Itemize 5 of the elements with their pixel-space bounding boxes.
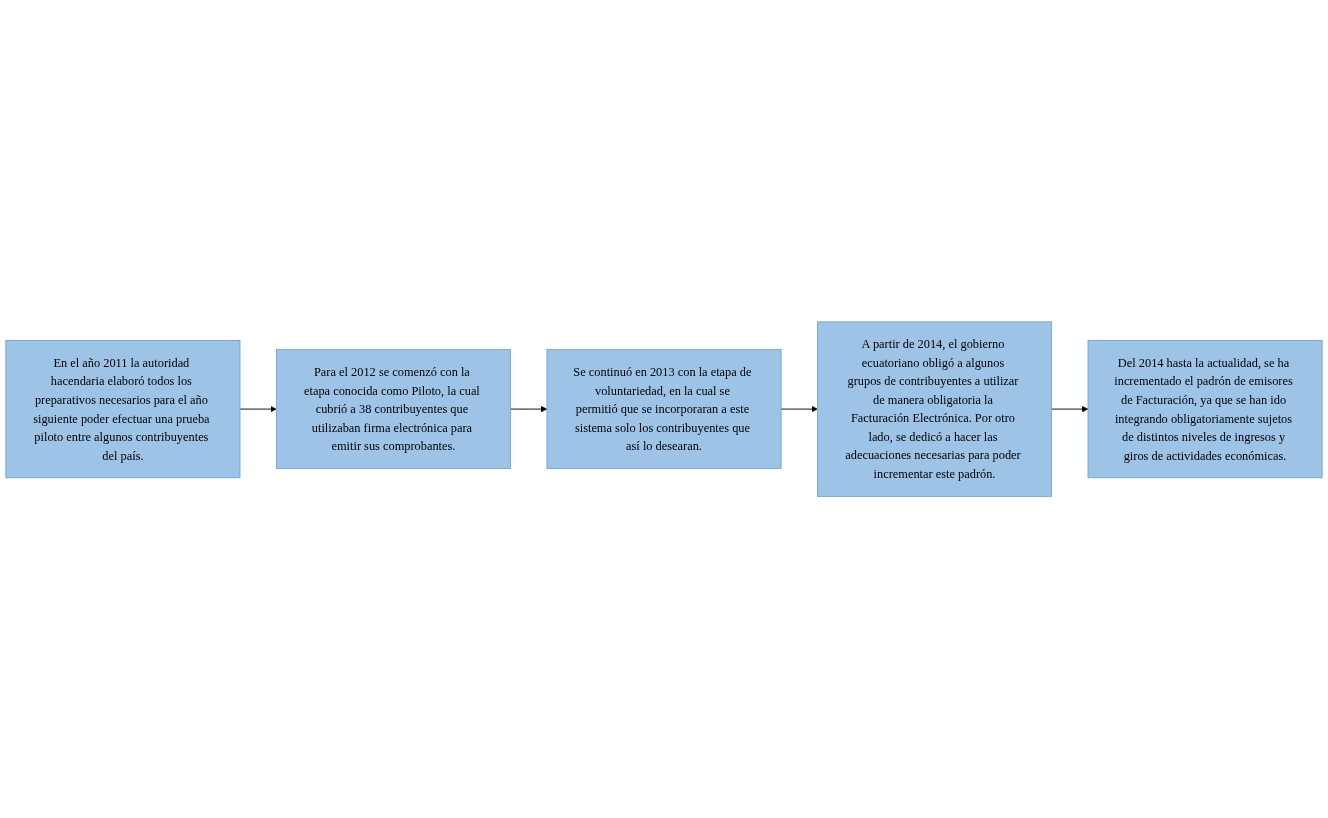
node-box: En el año 2011 la autoridad hacendaria elaboró todos los preparativos necesarios para el año siguiente poder efectuar una prueba piloto entre algunos contribuyentes del país. — [5, 339, 241, 479]
node-box: Del 2014 hasta la actualidad, se ha incrementado el padrón de emisores de Facturación, ya que se han ido integrando obligatoriamente sujetos de distintos niveles de ingresos y giros de actividades económicas. — [1087, 339, 1323, 479]
node-box: A partir de 2014, el gobierno ecuatoriano obligó a algunos grupos de contribuyentes a utilizar de manera obligatoria la Facturación Electrónica. Por otro lado, se dedicó a hacer las adecuaciones necesarias para poder incrementar este padrón. — [817, 321, 1052, 497]
node-box: Se continuó en 2013 con la etapa de voluntariedad, en la cual se permitió que se incorporaran a este sistema solo los contribuyentes que así lo desearan. — [546, 349, 782, 469]
node-box: Para el 2012 se comenzó con la etapa conocida como Piloto, la cual cubrió a 38 contribuyentes que utilizaban firma electrónica para emitir sus comprobantes. — [276, 349, 511, 469]
